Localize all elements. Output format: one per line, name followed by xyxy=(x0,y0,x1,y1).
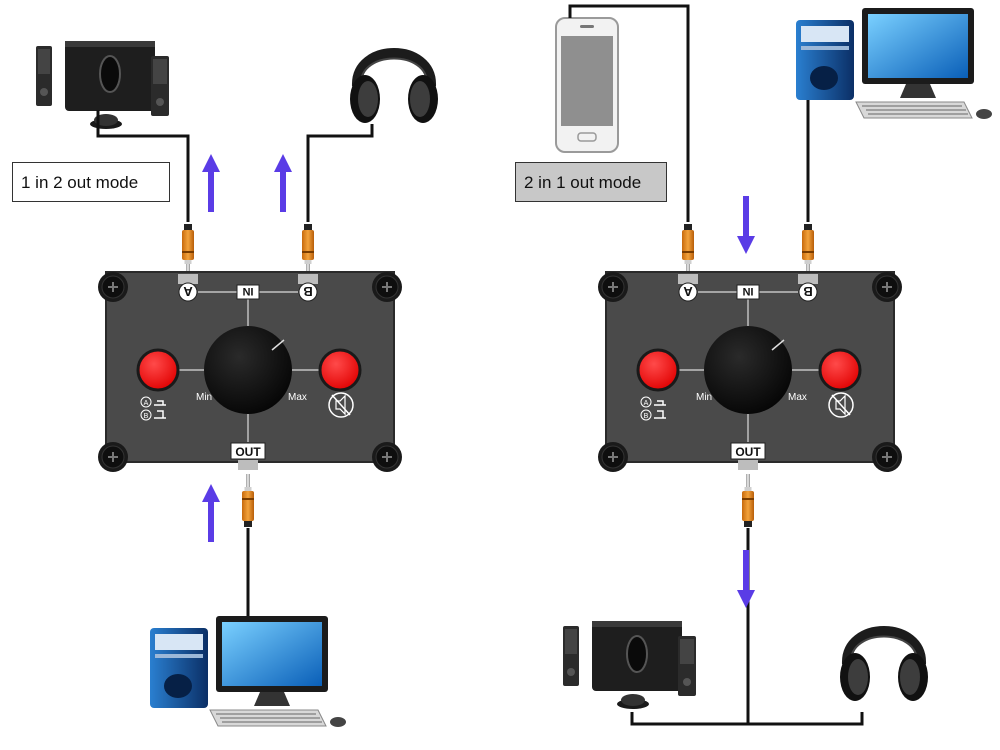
port-out-label: OUT xyxy=(235,445,261,459)
volume-knob[interactable] xyxy=(204,326,292,414)
left-diagram: A B IN A B Min Max xyxy=(35,40,438,728)
port-in-label: IN xyxy=(742,285,753,297)
port-b-label: B xyxy=(303,284,312,299)
volume-knob[interactable] xyxy=(704,326,792,414)
port-b-label: B xyxy=(803,284,812,299)
svg-text:B: B xyxy=(644,413,649,420)
jack-a xyxy=(682,224,694,277)
cable-b xyxy=(306,124,374,222)
headphones-icon xyxy=(350,53,438,123)
headphones-icon xyxy=(840,631,928,701)
svg-text:A: A xyxy=(644,400,649,407)
screw-icon xyxy=(371,271,403,303)
knob-max-label: Max xyxy=(788,392,807,403)
port-in-label: IN xyxy=(242,285,253,297)
smartphone-icon xyxy=(555,17,619,153)
jack-out xyxy=(742,474,754,527)
jack-a xyxy=(182,224,194,277)
screw-icon xyxy=(597,271,629,303)
jack-out xyxy=(242,474,254,527)
speakers-icon xyxy=(35,40,170,130)
mode-label-right: 2 in 1 out mode xyxy=(515,162,667,202)
arrow-up-input xyxy=(202,484,220,542)
screw-icon xyxy=(871,441,903,473)
button-legend: A B xyxy=(140,396,166,421)
knob-min-label: Min xyxy=(696,392,712,403)
right-diagram: A B IN A B Min Max xyxy=(555,4,993,726)
desktop-computer-icon xyxy=(149,615,347,728)
arrow-down-inputs xyxy=(737,196,755,254)
jack-b xyxy=(802,224,814,277)
port-out-label: OUT xyxy=(735,445,761,459)
desktop-computer-icon xyxy=(795,7,993,120)
screw-icon xyxy=(97,271,129,303)
mode-label-left: 1 in 2 out mode xyxy=(12,162,170,202)
select-button-b[interactable] xyxy=(318,348,362,392)
jack-b xyxy=(302,224,314,277)
arrow-up-a xyxy=(202,154,220,212)
screw-icon xyxy=(871,271,903,303)
select-button-a[interactable] xyxy=(136,348,180,392)
arrow-up-b xyxy=(274,154,292,212)
svg-text:A: A xyxy=(144,400,149,407)
cable-phone xyxy=(568,4,690,222)
cable-a xyxy=(96,110,190,222)
knob-min-label: Min xyxy=(196,392,212,403)
screw-icon xyxy=(97,441,129,473)
port-a-label: A xyxy=(683,284,693,299)
knob-max-label: Max xyxy=(288,392,307,403)
screw-icon xyxy=(371,441,403,473)
mute-icon xyxy=(828,392,854,418)
button-legend: A B xyxy=(640,396,666,421)
screw-icon xyxy=(597,441,629,473)
select-button-a[interactable] xyxy=(636,348,680,392)
arrow-down-output xyxy=(737,550,755,608)
speakers-icon xyxy=(562,620,697,710)
mute-icon xyxy=(328,392,354,418)
select-button-b[interactable] xyxy=(818,348,862,392)
port-a-label: A xyxy=(183,284,193,299)
svg-text:B: B xyxy=(144,413,149,420)
